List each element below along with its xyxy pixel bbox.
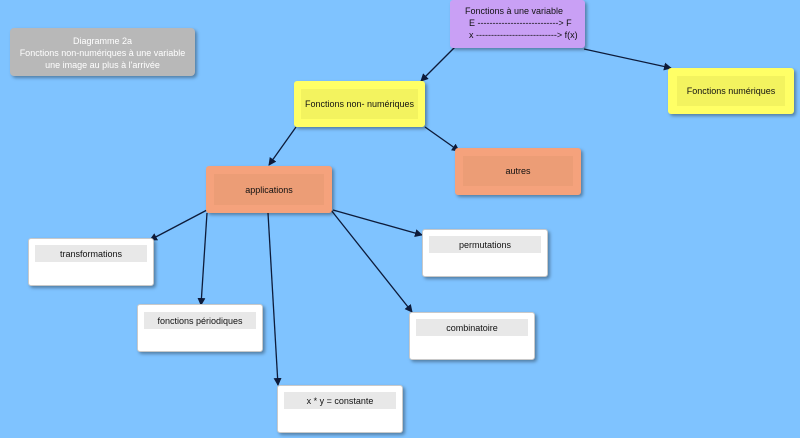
node-fonctions-periodiques[interactable]: fonctions périodiques (137, 304, 263, 352)
edge-applications-to-combinatoire (330, 209, 413, 313)
autres-label: autres (505, 166, 531, 176)
root-line-2: E ---------------------------> F (469, 18, 572, 28)
non-numeric-label: Fonctions non- numériques (304, 99, 415, 109)
transformations-label: transformations (59, 248, 123, 259)
permutations-label: permutations (458, 239, 512, 250)
edge-applications-to-constante (267, 212, 282, 386)
node-fonctions-numeriques[interactable]: Fonctions numériques (668, 68, 794, 114)
node-fonctions-non-numeriques[interactable]: Fonctions non- numériques (294, 81, 425, 127)
title-line-2: Fonctions non-numériques à une variable (19, 48, 186, 58)
node-combinatoire[interactable]: combinatoire (409, 312, 535, 360)
title-line-3: une image au plus à l'arrivée (45, 60, 160, 70)
periodiques-label: fonctions périodiques (157, 315, 243, 326)
applications-label: applications (245, 184, 293, 195)
edge-applications-to-permutations (332, 209, 423, 237)
node-transformations[interactable]: transformations (28, 238, 154, 286)
numeric-label: Fonctions numériques (686, 86, 776, 96)
edge-applications-to-periodiques (197, 212, 208, 306)
combinatoire-label: combinatoire (446, 322, 498, 333)
node-fonctions-a-une-variable[interactable]: Fonctions à une variable E -------------… (450, 0, 585, 48)
edge-applications-to-transformations (149, 209, 208, 241)
constante-label: x * y = constante (306, 395, 374, 406)
edge-root-to-non-numeric (420, 45, 457, 82)
node-applications[interactable]: applications (206, 166, 332, 213)
node-permutations[interactable]: permutations (422, 229, 548, 277)
title-line-1: Diagramme 2a (72, 36, 133, 46)
edge-non-numeric-to-autres (424, 126, 460, 152)
diagram-title-box: Diagramme 2a Fonctions non-numériques à … (10, 28, 195, 76)
edge-root-to-numeric (583, 48, 672, 71)
root-line-1: Fonctions à une variable (465, 6, 564, 16)
node-autres[interactable]: autres (455, 148, 581, 195)
node-xy-constante[interactable]: x * y = constante (277, 385, 403, 433)
root-line-3: x ---------------------------> f(x) (469, 30, 578, 40)
edge-non-numeric-to-applications (268, 126, 297, 166)
